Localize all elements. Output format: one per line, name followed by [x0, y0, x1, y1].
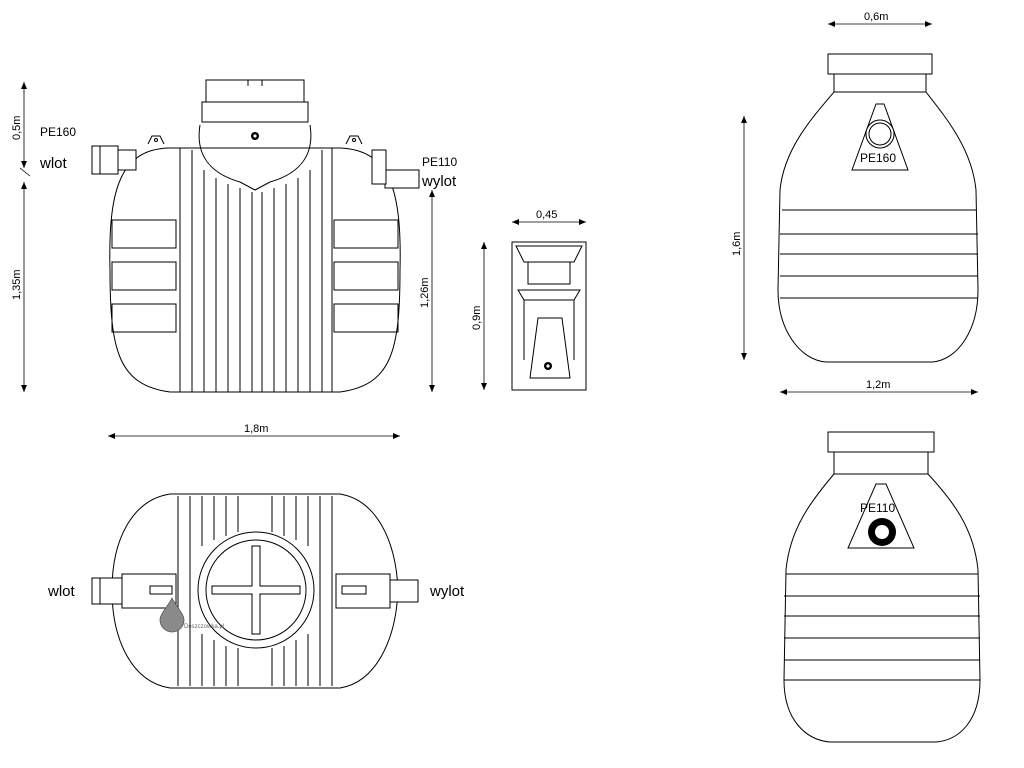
filter-box-dimensions	[481, 219, 586, 390]
side-inlet-pipe-label: PE160	[860, 151, 896, 165]
dim-outlet-height-label: 1,26m	[419, 277, 431, 308]
side-outlet-pipe-label: PE110	[860, 501, 895, 515]
watermark-text: Deszczowka.pl	[184, 624, 224, 630]
side-view-inlet-tank	[777, 53, 979, 363]
top-outlet-label: wylot	[429, 583, 465, 600]
dim-top-label: 0,5m	[11, 116, 23, 140]
outlet-label: wylot	[421, 173, 457, 190]
inlet-pipe-label: PE160	[40, 125, 76, 139]
dim-width-label: 1,8m	[244, 423, 268, 435]
front-view-tank	[91, 79, 420, 393]
neck-dim-label: 0,6m	[864, 11, 888, 23]
outlet-pipe-label: PE110	[422, 155, 457, 169]
filter-dim-width-label: 0,45	[536, 209, 557, 221]
inlet-label: wlot	[39, 155, 68, 172]
side-view-outlet-tank	[783, 431, 981, 743]
front-view-dimensions	[19, 82, 435, 439]
height-dim-label: 1,6m	[731, 232, 743, 256]
side-view-inlet-dimensions	[741, 21, 978, 395]
top-view-tank	[91, 493, 419, 689]
filter-box	[511, 241, 587, 391]
side-width-dim-label: 1,2m	[866, 379, 890, 391]
dim-body-label: 1,35m	[11, 269, 23, 300]
filter-dim-height-label: 0,9m	[471, 306, 483, 330]
top-inlet-label: wlot	[47, 583, 76, 600]
